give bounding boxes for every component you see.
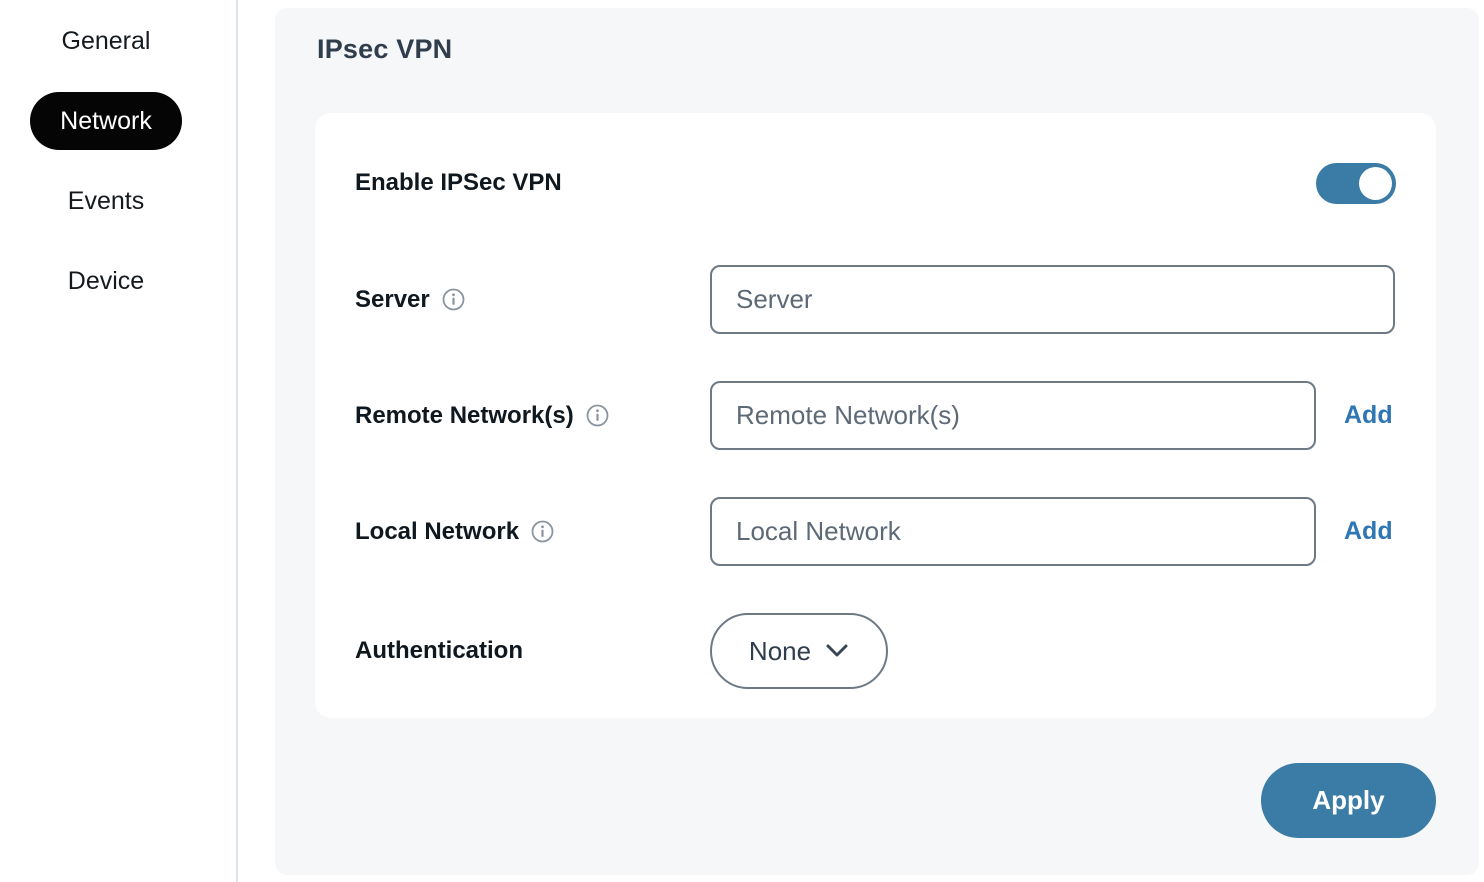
remote-networks-row: Remote Network(s) Add — [355, 381, 1396, 450]
local-network-input[interactable] — [710, 497, 1316, 566]
settings-sidebar: General Network Events Device — [0, 0, 212, 882]
enable-ipsec-row: Enable IPSec VPN — [355, 157, 1396, 209]
ipsec-vpn-card: Enable IPSec VPN Server — [315, 113, 1436, 718]
authentication-label: Authentication — [355, 637, 523, 664]
apply-button[interactable]: Apply — [1261, 763, 1436, 838]
local-network-label: Local Network — [355, 518, 710, 546]
enable-ipsec-toggle[interactable] — [1316, 162, 1396, 204]
sidebar-item-general[interactable]: General — [61, 26, 151, 55]
info-icon[interactable] — [442, 288, 465, 311]
sidebar-item-device[interactable]: Device — [67, 266, 145, 295]
remote-networks-add-button[interactable]: Add — [1344, 401, 1393, 429]
toggle-knob — [1359, 166, 1392, 200]
remote-networks-input[interactable] — [710, 381, 1316, 450]
server-label: Server — [355, 286, 710, 314]
server-input[interactable] — [710, 265, 1395, 334]
info-icon[interactable] — [586, 404, 609, 427]
enable-ipsec-label: Enable IPSec VPN — [355, 169, 562, 196]
local-network-add-button[interactable]: Add — [1344, 517, 1393, 545]
info-icon[interactable] — [531, 520, 554, 543]
page-title: IPsec VPN — [317, 34, 453, 64]
remote-networks-label: Remote Network(s) — [355, 402, 710, 430]
authentication-dropdown[interactable]: None — [710, 613, 888, 689]
authentication-row: Authentication None — [355, 613, 1396, 689]
sidebar-item-events[interactable]: Events — [67, 186, 145, 215]
sidebar-divider — [236, 0, 238, 882]
local-network-row: Local Network Add — [355, 497, 1396, 566]
sidebar-item-network[interactable]: Network — [30, 92, 182, 150]
server-row: Server — [355, 265, 1396, 334]
chevron-down-icon — [825, 643, 849, 659]
authentication-selected-value: None — [748, 635, 812, 666]
network-settings-panel: IPsec VPN Enable IPSec VPN Server — [275, 8, 1479, 875]
